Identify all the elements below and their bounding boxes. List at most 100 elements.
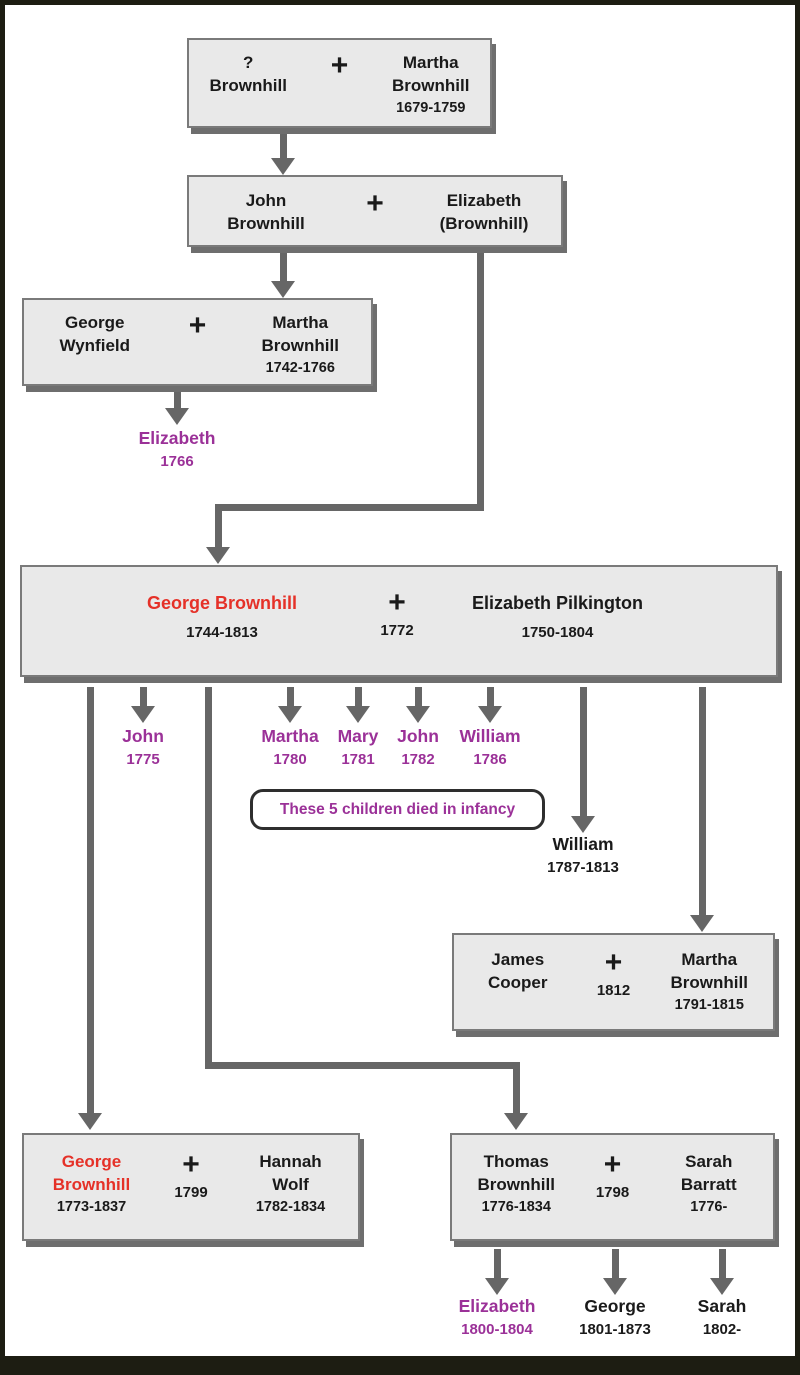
frame-top xyxy=(0,0,800,5)
person-george-brownhill-1773: George Brownhill 1773-1837 xyxy=(24,1151,159,1215)
person-george-wynfield: George Wynfield xyxy=(24,312,166,357)
child-dates: 1781 xyxy=(341,751,375,769)
child-dates: 1780 xyxy=(273,751,307,769)
arrow-down-icon xyxy=(690,915,714,932)
child-name: George xyxy=(584,1296,646,1316)
child-label-martha-1780: Martha 1780 xyxy=(230,726,350,769)
child-name: Sarah xyxy=(697,1296,747,1316)
connector-line xyxy=(355,687,362,706)
couple-box-cooper-martha: James Cooper + 1812 Martha Brownhill 179… xyxy=(452,933,775,1031)
connector-line xyxy=(140,687,147,706)
person-james-cooper: James Cooper xyxy=(454,949,582,994)
infancy-note: These 5 children died in infancy xyxy=(250,789,545,830)
connector-line xyxy=(415,687,422,706)
person-name: ? Brownhill xyxy=(209,53,287,95)
infancy-note-text: These 5 children died in infancy xyxy=(279,800,516,818)
child-dates: 1782 xyxy=(401,751,435,769)
arrow-down-icon xyxy=(571,816,595,833)
child-name: William xyxy=(552,834,614,854)
arrow-down-icon xyxy=(346,706,370,723)
person-dates: 1744-1813 xyxy=(186,623,258,641)
person-dates: 1782-1834 xyxy=(255,1199,326,1216)
child-name: Martha xyxy=(261,726,319,746)
person-sarah-barratt: Sarah Barratt 1776- xyxy=(645,1151,774,1215)
couple-box-john-elizabeth: John Brownhill + Elizabeth (Brownhill) xyxy=(187,175,563,247)
marriage-plus-icon: + xyxy=(603,1148,622,1181)
arrow-down-icon xyxy=(478,706,502,723)
arrow-down-icon xyxy=(603,1278,627,1295)
marriage-plus-icon: + xyxy=(366,187,384,220)
arrow-down-icon xyxy=(206,547,230,564)
person-dates: 1776-1834 xyxy=(481,1199,551,1216)
person-name: Sarah Barratt xyxy=(680,1152,737,1194)
marriage-group: + 1812 xyxy=(582,948,646,1000)
couple-box-unknown-martha: ? Brownhill + Martha Brownhill 1679-1759 xyxy=(187,38,492,128)
child-label-sarah-1802: Sarah 1802- xyxy=(662,1296,782,1338)
child-label-elizabeth-1766: Elizabeth 1766 xyxy=(117,428,237,470)
arrow-down-icon xyxy=(78,1113,102,1130)
person-hannah-wolf: Hannah Wolf 1782-1834 xyxy=(223,1151,358,1215)
person-name: Martha Brownhill xyxy=(670,950,748,992)
connector-line xyxy=(494,1249,501,1278)
arrow-down-icon xyxy=(271,158,295,175)
marriage-group: + 1772 xyxy=(368,588,426,640)
person-george-brownhill-1744: George Brownhill 1744-1813 xyxy=(72,593,372,641)
person-martha-brownhill-1742: Martha Brownhill 1742-1766 xyxy=(230,312,372,376)
arrow-down-icon xyxy=(271,281,295,298)
connector-line xyxy=(719,1249,726,1278)
person-name: George Brownhill xyxy=(52,1152,131,1194)
connector-line xyxy=(487,687,494,706)
person-name: George Brownhill xyxy=(146,593,297,613)
marriage-year: 1812 xyxy=(596,982,631,999)
marriage-group: + xyxy=(166,311,230,341)
connector-line xyxy=(280,129,287,159)
frame-bottom xyxy=(0,1356,800,1375)
connector-line xyxy=(477,250,484,511)
arrow-down-icon xyxy=(406,706,430,723)
child-name: John xyxy=(122,726,164,746)
child-dates: 1801-1873 xyxy=(579,1321,651,1339)
person-dates: 1750-1804 xyxy=(521,623,594,641)
child-name: William xyxy=(459,726,521,746)
person-john-brownhill: John Brownhill xyxy=(189,190,343,235)
person-dates: 1791-1815 xyxy=(674,997,744,1014)
person-dates: 1776- xyxy=(690,1199,728,1216)
person-elizabeth-pilkington: Elizabeth Pilkington 1750-1804 xyxy=(410,593,705,641)
child-dates: 1800-1804 xyxy=(461,1321,533,1339)
child-name: Elizabeth xyxy=(138,428,216,448)
person-name: George Wynfield xyxy=(59,313,131,355)
child-label-george-1801: George 1801-1873 xyxy=(550,1296,680,1339)
child-dates: 1786 xyxy=(473,751,507,769)
connector-line xyxy=(205,1062,520,1069)
person-name: Elizabeth (Brownhill) xyxy=(439,191,529,233)
arrow-down-icon xyxy=(131,706,155,723)
person-dates: 1679-1759 xyxy=(396,100,466,117)
couple-box-thomas-sarah: Thomas Brownhill 1776-1834 + 1798 Sarah … xyxy=(450,1133,775,1241)
person-name: Thomas Brownhill xyxy=(477,1152,555,1194)
person-name: James Cooper xyxy=(488,950,548,992)
couple-box-george-elizabeth-main: George Brownhill 1744-1813 + 1772 Elizab… xyxy=(20,565,778,677)
arrow-down-icon xyxy=(504,1113,528,1130)
marriage-group: + 1798 xyxy=(581,1148,645,1202)
connector-line xyxy=(215,504,222,547)
person-martha-brownhill-1679: Martha Brownhill 1679-1759 xyxy=(372,52,491,116)
frame-right xyxy=(795,0,800,1375)
connector-line xyxy=(580,687,587,816)
marriage-group: + xyxy=(308,51,372,81)
person-thomas-brownhill: Thomas Brownhill 1776-1834 xyxy=(452,1151,581,1215)
child-label-william-1786: William 1786 xyxy=(430,726,550,769)
arrow-down-icon xyxy=(165,408,189,425)
child-label-mary-1781: Mary 1781 xyxy=(298,726,418,769)
child-name: John xyxy=(397,726,439,746)
connector-line xyxy=(612,1249,619,1278)
connector-line xyxy=(215,504,484,511)
person-elizabeth-brownhill: Elizabeth (Brownhill) xyxy=(407,190,561,235)
couple-box-george-hannah: George Brownhill 1773-1837 + 1799 Hannah… xyxy=(22,1133,360,1241)
marriage-group: + 1799 xyxy=(159,1150,223,1202)
arrow-down-icon xyxy=(710,1278,734,1295)
marriage-year: 1798 xyxy=(595,1184,630,1201)
connector-line xyxy=(174,390,181,408)
person-name: Hannah Wolf xyxy=(259,1152,322,1194)
child-name: Elizabeth xyxy=(458,1296,536,1316)
